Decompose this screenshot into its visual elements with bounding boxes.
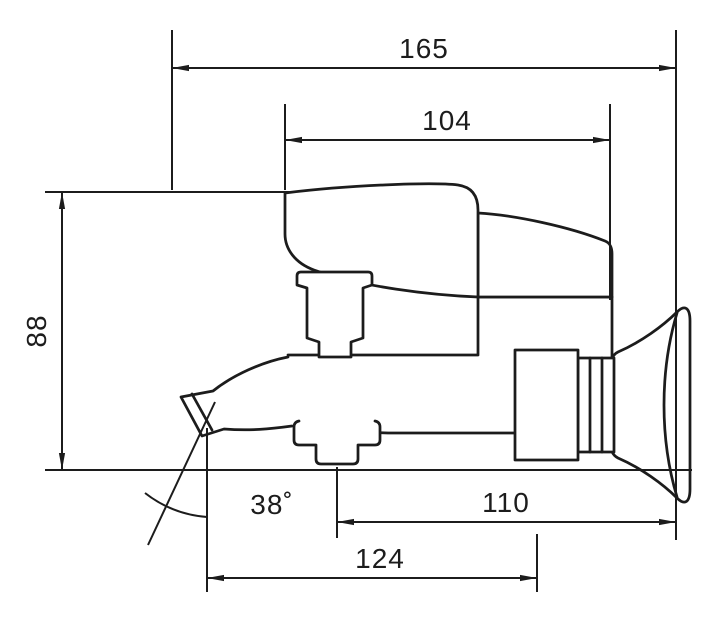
dimension-height: 88 — [21, 191, 692, 471]
dimension-top-assembly-width: 104 — [284, 104, 611, 300]
dimension-overall-depth: 165 — [171, 30, 677, 540]
spout-outlet-edge — [190, 392, 214, 432]
dimension-spout-angle: 38˚ — [144, 401, 293, 546]
spout — [179, 355, 294, 438]
angle-reference-line — [147, 401, 216, 546]
lower-outlet — [292, 419, 382, 466]
hex-ring — [576, 356, 616, 454]
dimension-body-to-wall: 110 — [336, 467, 676, 538]
lever-handle — [283, 182, 480, 299]
angle-arc — [144, 492, 208, 518]
dimension-label-body-to-wall: 110 — [482, 487, 530, 518]
dimension-label-spout-reach: 124 — [355, 543, 405, 574]
dimension-label-height: 88 — [21, 314, 52, 347]
dimension-label-top-width: 104 — [422, 105, 472, 136]
dimension-annotations: 165 104 88 38˚ — [21, 30, 692, 592]
diverter-knob — [295, 270, 374, 359]
faucet-drawing — [179, 182, 692, 504]
cartridge-dome — [476, 211, 614, 299]
dimension-label-overall-depth: 165 — [399, 33, 449, 64]
connection-nut — [513, 348, 580, 462]
dimension-spout-reach: 124 — [206, 428, 538, 592]
wall-flange — [608, 306, 692, 504]
dimension-label-spout-angle: 38˚ — [250, 489, 293, 520]
